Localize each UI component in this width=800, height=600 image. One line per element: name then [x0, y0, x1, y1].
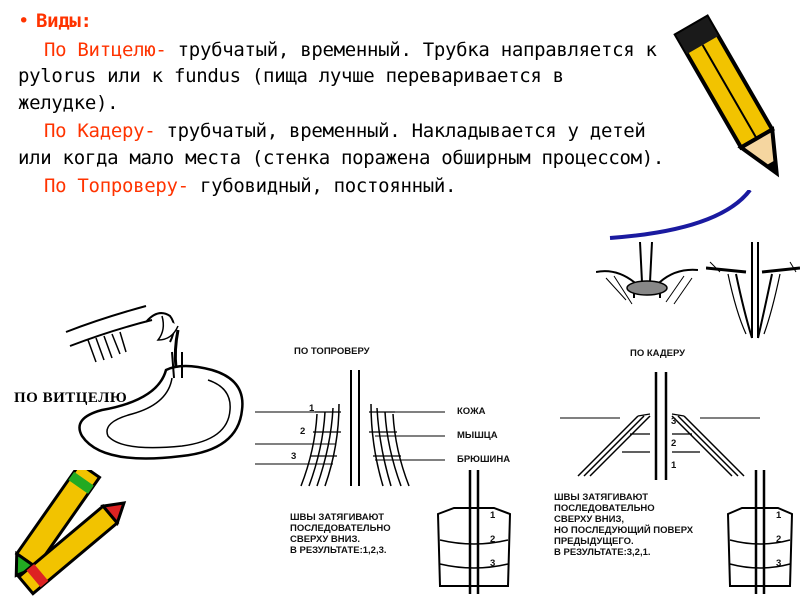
topr-sketch-left	[596, 242, 698, 305]
layer-label-skin: КОЖА	[457, 406, 486, 417]
method-name: По Кадеру-	[44, 120, 156, 142]
para-witzel: По Витцелю- трубчатый, временный. Трубка…	[18, 37, 668, 117]
topr-num: 2	[300, 426, 306, 437]
bullet-icon: •	[18, 10, 30, 32]
main-text: • Виды: По Витцелю- трубчатый, временный.…	[18, 8, 668, 200]
pencil-clipart-icon	[673, 14, 780, 178]
arc-line	[609, 190, 752, 240]
method-desc: трубчатый, временный. Трубка направляетс…	[18, 38, 657, 114]
kader-num: 2	[671, 438, 677, 449]
method-name: По Топроверу-	[44, 175, 189, 197]
witzel-label: ПО ВИТЦЕЛЮ	[14, 390, 128, 406]
kader-cone-num: 2	[776, 534, 782, 545]
layer-label-peritoneum: БРЮШИНА	[457, 454, 511, 465]
topr-cone-num: 2	[490, 534, 496, 545]
topr-caption: ШВЫ ЗАТЯГИВАЮТ ПОСЛЕДОВАТЕЛЬНО СВЕРХУ ВН…	[290, 512, 391, 556]
topr-cone-diagram	[436, 470, 512, 594]
method-desc: трубчатый, временный. Накладывается у де…	[18, 120, 665, 169]
heading: Виды:	[36, 10, 92, 32]
topr-cone-num: 3	[490, 558, 496, 569]
para-kader: По Кадеру- трубчатый, временный. Наклады…	[18, 118, 668, 171]
topr-num: 3	[291, 451, 297, 462]
heading-line: • Виды:	[18, 8, 668, 35]
para-topr: По Топроверу- губовидный, постоянный.	[18, 173, 668, 200]
method-name: По Витцелю-	[44, 38, 167, 61]
topr-num: 1	[309, 403, 315, 414]
kader-title: ПО КАДЕРУ	[630, 348, 686, 359]
witzel-stomach-drawing	[65, 305, 244, 460]
method-desc: губовидный, постоянный.	[188, 175, 457, 197]
kader-num: 3	[671, 416, 677, 427]
layer-label-muscle: МЫШЦА	[457, 430, 498, 441]
kader-cross-section-diagram	[560, 372, 760, 480]
topr-cone-num: 1	[490, 510, 496, 521]
kader-cone-diagram	[726, 470, 794, 594]
kader-caption: ШВЫ ЗАТЯГИВАЮТ ПОСЛЕДОВАТЕЛЬНО СВЕРХУ ВН…	[554, 492, 694, 558]
topr-cross-section-diagram	[255, 370, 445, 487]
kader-num: 1	[671, 460, 677, 471]
topr-sketch-right	[706, 242, 800, 339]
kader-cone-num: 1	[776, 510, 782, 521]
crayons-clipart-icon	[14, 470, 127, 596]
topr-title: ПО ТОПРОВЕРУ	[294, 346, 370, 357]
kader-cone-num: 3	[776, 558, 782, 569]
